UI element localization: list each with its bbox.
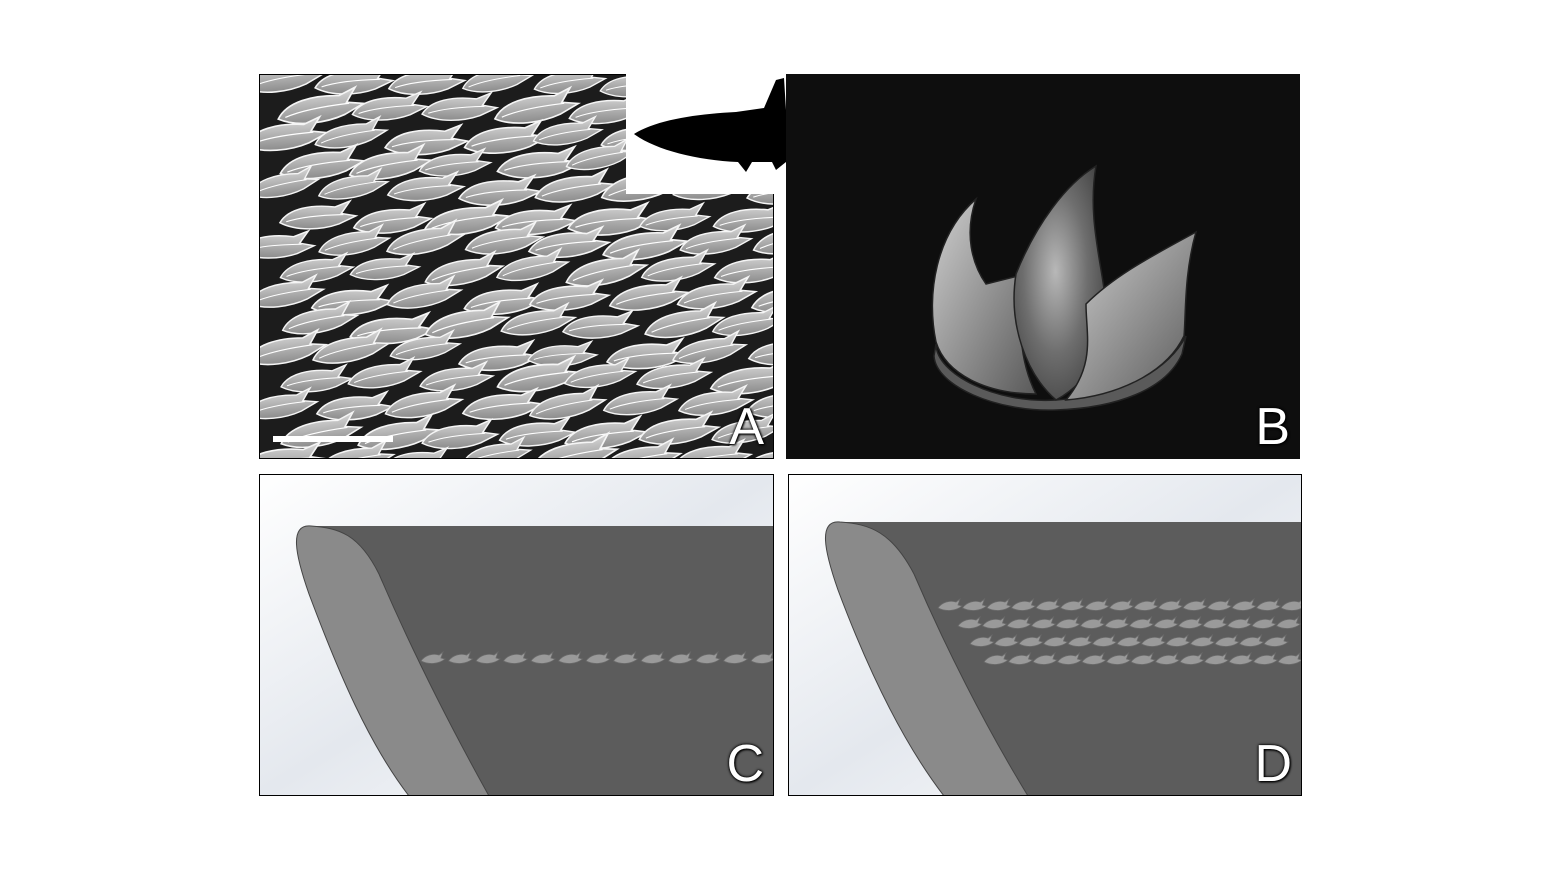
foil-render-c xyxy=(259,474,774,796)
panel-label-a: A xyxy=(729,398,764,456)
denticle-row xyxy=(420,650,774,664)
panel-d-foil-multiple-rows: D xyxy=(788,474,1302,796)
scale-bar xyxy=(273,436,393,442)
denticle-rows xyxy=(937,597,1302,665)
panel-label-d: D xyxy=(1254,735,1292,793)
panel-b-denticle-model: B xyxy=(786,74,1300,459)
panel-label-c: C xyxy=(726,735,764,793)
panel-label-b: B xyxy=(1255,398,1290,456)
foil-render-d xyxy=(788,474,1302,796)
denticle-model-image xyxy=(786,74,1300,459)
panel-c-foil-single-row: C xyxy=(259,474,774,796)
